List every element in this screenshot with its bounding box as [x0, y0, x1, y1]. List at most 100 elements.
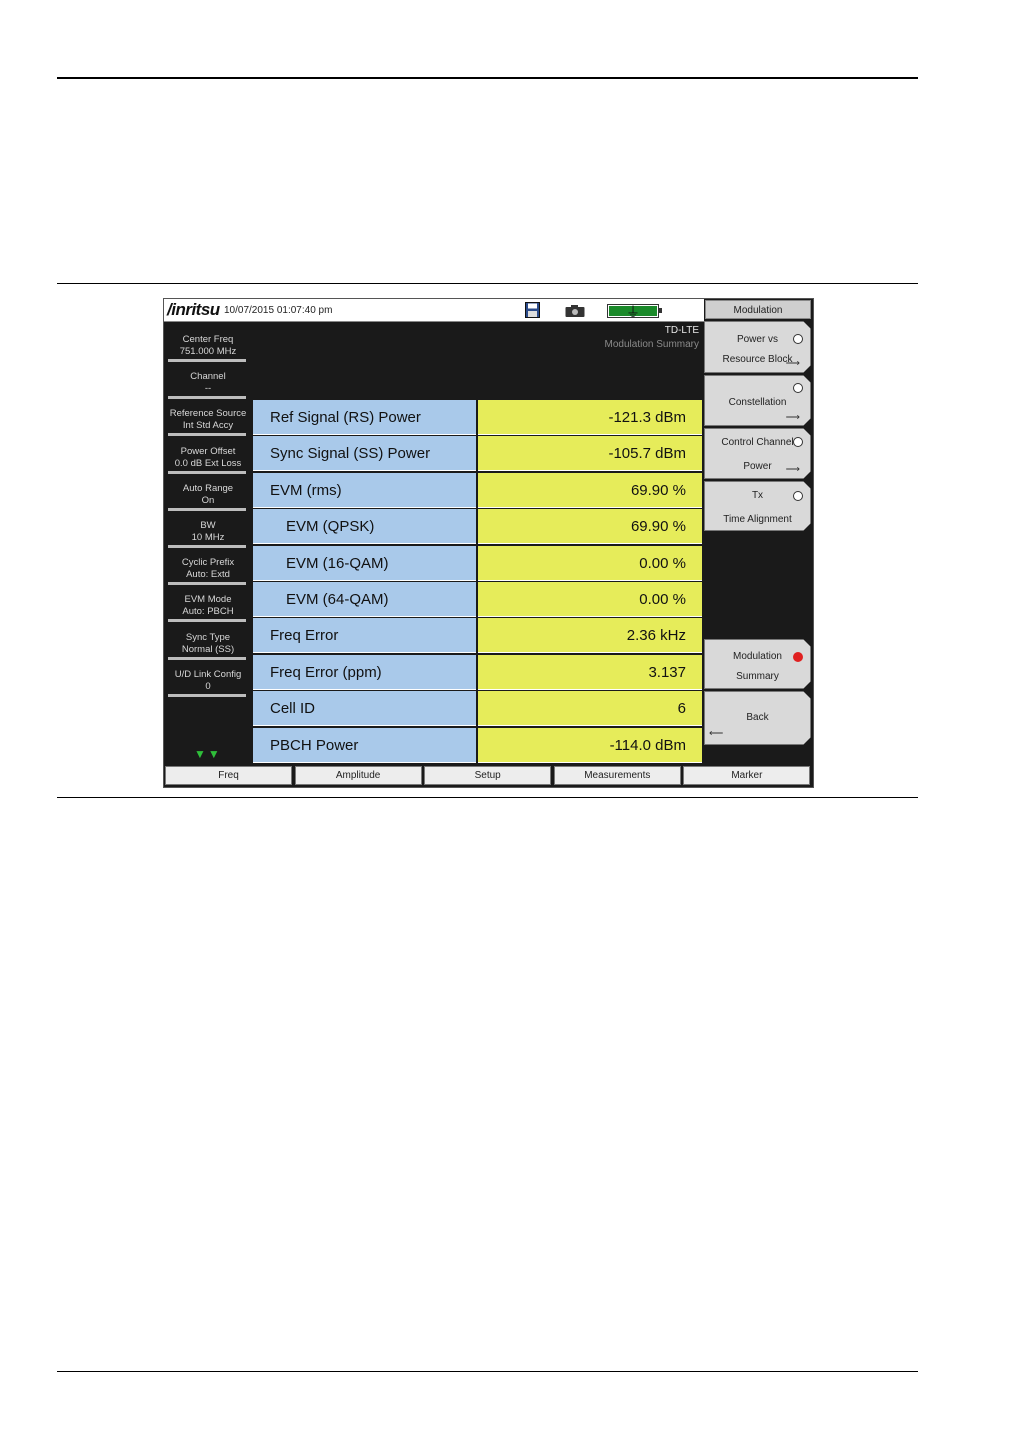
tab-marker[interactable]: Marker — [683, 766, 811, 785]
param-value: 0.0 dB Ext Loss — [174, 457, 242, 469]
param-underline — [168, 433, 246, 437]
radio-indicator-icon — [793, 334, 803, 344]
softkey-label-line2: Summary — [736, 671, 779, 682]
row-value: 69.90 % — [478, 509, 702, 545]
softkey-label-line2: Constellation — [728, 397, 787, 408]
param-underline — [168, 359, 246, 362]
row-label: EVM (64-QAM) — [253, 582, 476, 617]
softkey-label-line2: Time Alignment — [723, 514, 792, 525]
standard-label: TD-LTE — [664, 325, 699, 336]
param-label[interactable]: Sync Type — [185, 631, 231, 643]
param-label[interactable]: Power Offset — [180, 445, 236, 457]
param-label[interactable]: Channel — [190, 371, 226, 383]
param-underline — [168, 693, 246, 697]
param-label[interactable]: Cyclic Prefix — [181, 557, 235, 569]
param-value: 751.000 MHz — [179, 346, 237, 357]
table-row: Ref Signal (RS) Power-121.3 dBm — [252, 400, 702, 436]
param-underline — [168, 656, 246, 660]
battery-tip — [659, 308, 662, 313]
table-row: EVM (64-QAM)0.00 % — [252, 582, 702, 618]
param-label[interactable]: Auto Range — [182, 482, 234, 494]
softkey-label-line1: Modulation — [733, 651, 782, 662]
row-label: Ref Signal (RS) Power — [253, 400, 476, 435]
softkey-label-line1: Power vs — [736, 334, 779, 345]
param-label[interactable]: U/D Link Config — [174, 668, 242, 680]
table-row: Freq Error (ppm)3.137 — [252, 654, 702, 691]
row-value: 6 — [478, 691, 702, 727]
row-value: 0.00 % — [478, 545, 702, 581]
anritsu-logo: /inritsu — [167, 300, 220, 319]
camera-icon[interactable] — [565, 305, 585, 317]
row-label: EVM (QPSK) — [253, 509, 476, 545]
softkey-6[interactable]: Back ⟵ — [704, 691, 811, 745]
softkey-menu-title: Modulation — [705, 300, 811, 319]
status-bar: /inritsu 10/07/2015 01:07:40 pm ⏚ — [164, 299, 704, 322]
row-label: Cell ID — [253, 691, 476, 727]
row-value: 2.36 kHz — [478, 618, 702, 654]
instrument-screen: /inritsu 10/07/2015 01:07:40 pm ⏚ TD-LTE… — [163, 298, 814, 788]
back-arrow-icon: ⟵ — [709, 728, 724, 739]
param-value: On — [201, 494, 215, 506]
param-underline — [168, 545, 246, 548]
tab-measurements[interactable]: Measurements — [553, 766, 681, 785]
submenu-arrow-icon: ⟶ — [785, 464, 800, 475]
softkey-2[interactable]: Constellation⟶ — [704, 375, 811, 426]
radio-indicator-icon — [793, 491, 803, 501]
param-value: Auto: PBCH — [182, 606, 234, 618]
page-top-rule — [57, 77, 918, 79]
param-underline — [168, 396, 246, 400]
tab-freq[interactable]: Freq — [165, 766, 292, 785]
param-value: Auto: Extd — [186, 569, 230, 581]
row-label: Freq Error — [253, 618, 476, 654]
param-label[interactable]: Center Freq — [182, 334, 234, 345]
battery-icon — [607, 304, 659, 318]
tab-setup[interactable]: Setup — [424, 766, 552, 785]
row-value: -105.7 dBm — [478, 436, 702, 472]
param-value: Normal (SS) — [181, 643, 235, 655]
param-underline — [168, 619, 246, 623]
softkey-label-line1: Control Channel — [721, 437, 794, 448]
param-label[interactable]: Reference Source — [169, 408, 247, 420]
param-value: 0 — [205, 680, 211, 692]
param-label[interactable]: BW — [200, 520, 216, 531]
datetime-readout: 10/07/2015 01:07:40 pm — [224, 305, 333, 316]
softkey-panel: Modulation Power vs Resource Block ⟶ Conste… — [704, 299, 813, 765]
row-value: 0.00 % — [478, 582, 702, 617]
row-label: EVM (16-QAM) — [253, 545, 476, 581]
param-underline — [168, 582, 246, 586]
param-underline — [168, 507, 246, 511]
measurement-label: Modulation Summary — [604, 339, 699, 350]
row-value: 3.137 — [478, 654, 702, 690]
softkey-label-line1: Tx — [751, 490, 764, 501]
figure-top-rule — [57, 283, 918, 284]
save-icon[interactable] — [525, 302, 540, 318]
radio-indicator-icon — [793, 383, 803, 393]
figure-bottom-rule — [57, 797, 918, 798]
page-bottom-rule — [57, 1371, 918, 1372]
row-value: -121.3 dBm — [478, 400, 702, 435]
radio-indicator-icon — [793, 437, 803, 447]
radio-indicator-icon — [793, 652, 803, 662]
softkey-label-line2: Resource Block — [722, 354, 793, 365]
softkey-label-line1: Back — [746, 712, 769, 723]
table-row: Sync Signal (SS) Power-105.7 dBm — [252, 436, 702, 472]
softkey-label-line2: Power — [743, 461, 772, 472]
row-label: Freq Error (ppm) — [253, 654, 476, 690]
tab-amplitude[interactable]: Amplitude — [294, 766, 422, 785]
row-value: -114.0 dBm — [478, 727, 702, 763]
param-label[interactable]: EVM Mode — [184, 594, 232, 606]
row-value: 69.90 % — [478, 472, 702, 508]
row-label: EVM (rms) — [253, 472, 476, 508]
param-value: 10 MHz — [191, 532, 225, 543]
row-label: Sync Signal (SS) Power — [253, 436, 476, 472]
row-label: PBCH Power — [253, 727, 476, 763]
param-value: Int Std Accy — [182, 420, 234, 432]
